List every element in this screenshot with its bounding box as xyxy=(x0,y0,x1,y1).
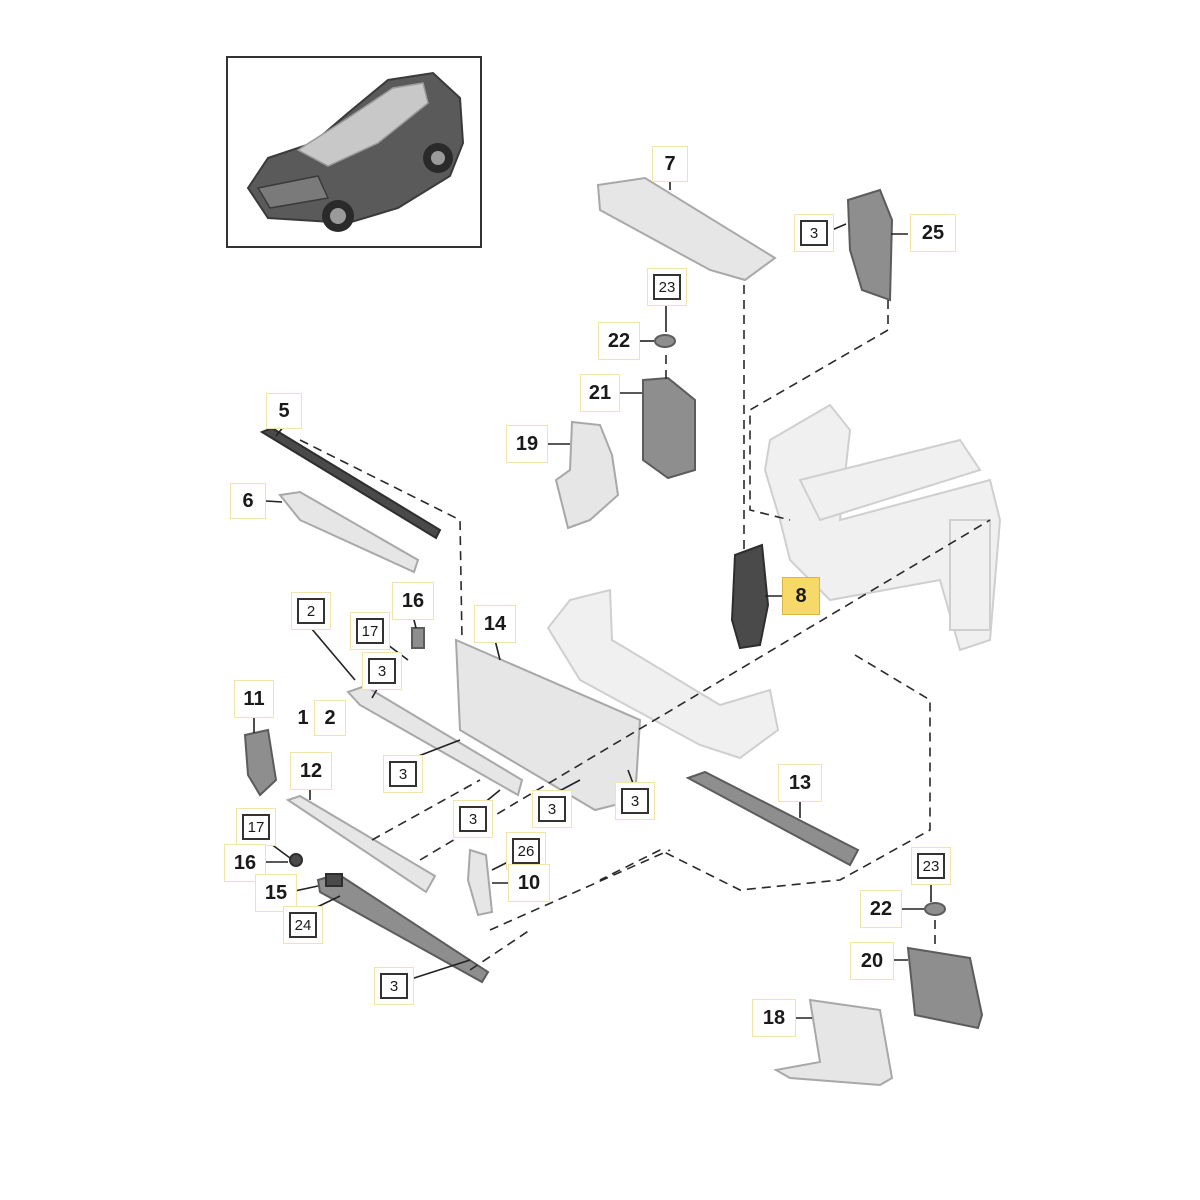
part-19-air-duct xyxy=(554,420,620,530)
callout-3-b[interactable]: 3 xyxy=(389,761,417,787)
callout-2-top[interactable]: 2 xyxy=(297,598,325,624)
part-6-grille xyxy=(278,490,420,574)
callout-7[interactable]: 7 xyxy=(652,146,688,182)
callout-3-c[interactable]: 3 xyxy=(459,806,487,832)
callout-23-top[interactable]: 23 xyxy=(653,274,681,300)
part-22-clip-bottom xyxy=(924,902,946,916)
vehicle-thumbnail-icon xyxy=(246,71,465,232)
part-5-trim-strip xyxy=(259,426,442,540)
callout-16-top[interactable]: 16 xyxy=(392,582,434,620)
callout-12[interactable]: 12 xyxy=(290,752,332,790)
callout-1[interactable]: 1 xyxy=(288,700,318,736)
part-20-radiator xyxy=(906,946,984,1030)
vehicle-thumbnail xyxy=(226,56,482,248)
callout-3-e[interactable]: 3 xyxy=(621,788,649,814)
callout-23-bottom[interactable]: 23 xyxy=(917,853,945,879)
part-16-clip-top xyxy=(411,627,425,649)
callout-22-bottom[interactable]: 22 xyxy=(860,890,902,928)
callout-25[interactable]: 25 xyxy=(910,214,956,252)
leader-lines xyxy=(253,180,932,1019)
callout-15[interactable]: 15 xyxy=(255,874,297,912)
callout-22-top[interactable]: 22 xyxy=(598,322,640,360)
part-25-bracket xyxy=(846,188,894,302)
part-10-side-bracket xyxy=(466,848,494,917)
front-end-carrier xyxy=(763,403,1002,652)
callout-21[interactable]: 21 xyxy=(580,374,620,412)
callout-19[interactable]: 19 xyxy=(506,425,548,463)
callout-17-top[interactable]: 17 xyxy=(356,618,384,644)
part-15-lower-bar xyxy=(316,872,490,984)
bumper-beam xyxy=(546,588,780,760)
part-7-air-guide xyxy=(596,176,777,282)
callout-3-bracket-25[interactable]: 3 xyxy=(800,220,828,246)
callout-11[interactable]: 11 xyxy=(234,680,274,718)
part-2-mount-strip xyxy=(346,684,524,797)
callout-24[interactable]: 24 xyxy=(289,912,317,938)
callout-10[interactable]: 10 xyxy=(508,864,550,902)
part-12-lower-grille xyxy=(285,794,437,894)
callout-8[interactable]: 8 xyxy=(782,577,820,615)
callout-2-mid[interactable]: 2 xyxy=(314,700,346,736)
callout-26[interactable]: 26 xyxy=(512,838,540,864)
part-14-louver-frame xyxy=(454,638,642,812)
callout-6[interactable]: 6 xyxy=(230,483,266,519)
assembly-lines xyxy=(299,285,991,971)
callout-13[interactable]: 13 xyxy=(778,764,822,802)
callout-18[interactable]: 18 xyxy=(752,999,796,1037)
part-16-clip-bottom xyxy=(289,853,303,867)
callout-14[interactable]: 14 xyxy=(474,605,516,643)
part-21-radiator xyxy=(642,376,696,480)
part-18-air-duct xyxy=(773,998,894,1087)
callout-16-bottom[interactable]: 16 xyxy=(224,844,266,882)
callout-5[interactable]: 5 xyxy=(266,393,302,429)
part-8-bracket xyxy=(730,543,770,650)
callout-3-f[interactable]: 3 xyxy=(380,973,408,999)
callout-17-bottom[interactable]: 17 xyxy=(242,814,270,840)
part-13-underbody-panel xyxy=(685,770,860,867)
part-15-sensor xyxy=(325,873,343,887)
callout-20[interactable]: 20 xyxy=(850,942,894,980)
callout-3-d[interactable]: 3 xyxy=(538,796,566,822)
callout-3-a[interactable]: 3 xyxy=(368,658,396,684)
part-11-side-cover xyxy=(243,728,278,797)
part-22-clip-top xyxy=(654,334,676,348)
